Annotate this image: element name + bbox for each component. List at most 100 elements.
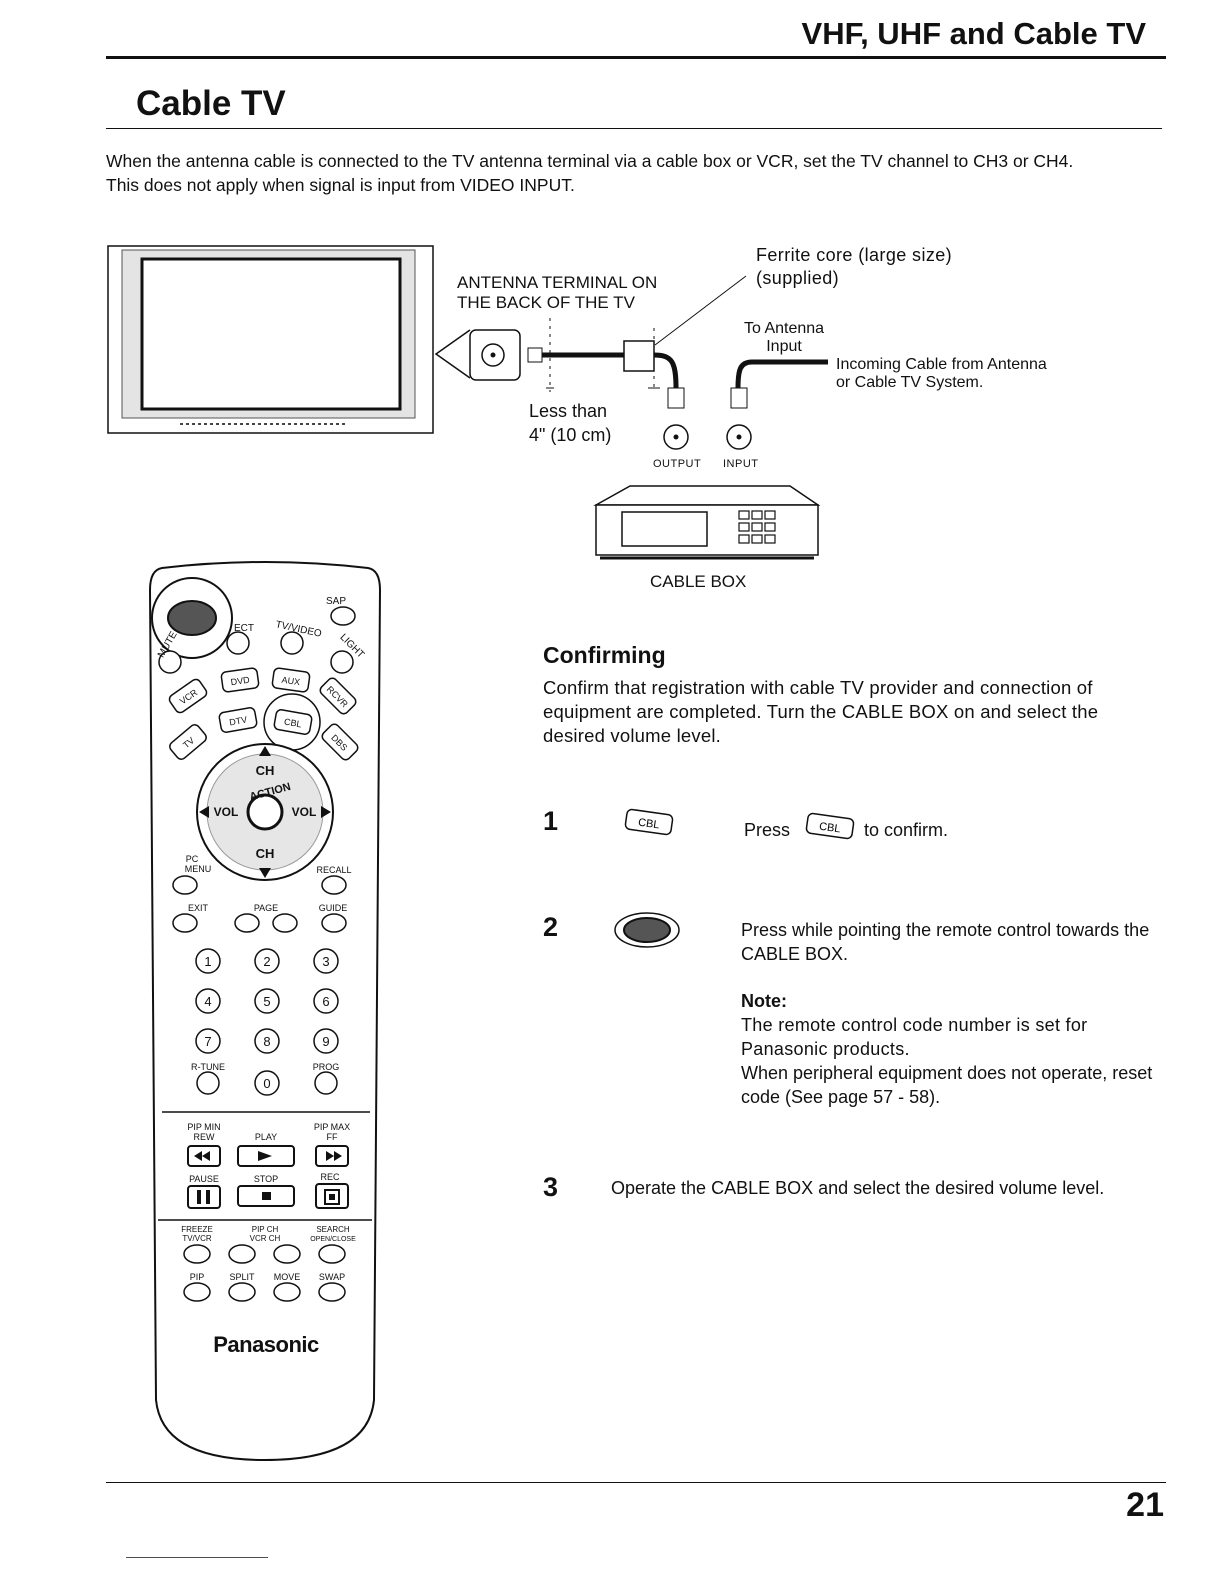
rcvr-button[interactable] (318, 676, 358, 716)
step-1-number: 1 (543, 806, 559, 836)
open-close-label: OPEN/CLOSE (310, 1236, 356, 1243)
dvd-label: DVD (230, 675, 251, 688)
section-header: VHF, UHF and Cable TV (801, 16, 1146, 51)
exit-label: EXIT (188, 903, 209, 913)
cbl-button[interactable] (273, 709, 313, 735)
tv-button[interactable] (168, 723, 208, 761)
digit-5-label: 5 (263, 994, 270, 1009)
select-label: ECT (234, 623, 254, 634)
sap-button[interactable] (330, 606, 356, 626)
pip-label: PIP (190, 1272, 205, 1282)
cbl-key-icon: CBL (624, 808, 674, 836)
digit-1-button[interactable] (195, 948, 221, 974)
cable-box-illustration (593, 485, 821, 560)
digit-2-label: 2 (263, 954, 270, 969)
dtv-button[interactable] (218, 707, 258, 733)
antenna-terminal-label: ANTENNA TERMINAL ON THE BACK OF THE TV (457, 273, 658, 312)
digit-7-label: 7 (204, 1034, 211, 1049)
antenna-terminal (434, 275, 747, 409)
tv-video-button[interactable] (280, 631, 304, 655)
digit-7-button[interactable] (195, 1028, 221, 1054)
pip-ch-down-button[interactable] (228, 1244, 256, 1264)
search-button[interactable] (318, 1244, 346, 1264)
move-label: MOVE (274, 1272, 301, 1282)
pip-max-label: PIP MAX (314, 1122, 350, 1132)
action-button[interactable] (246, 793, 284, 831)
page-title: Cable TV (136, 84, 286, 123)
intro-text: When the antenna cable is connected to t… (106, 149, 1166, 197)
prog-button[interactable] (314, 1071, 338, 1095)
menu-label: MENU (185, 864, 212, 874)
dbs-button[interactable] (320, 722, 360, 762)
vol-right-label: VOL (292, 805, 317, 819)
tv-vcr-label: TV/VCR (182, 1234, 212, 1243)
pause-button[interactable] (187, 1185, 221, 1209)
step-2-number: 2 (543, 912, 559, 942)
pip-ch-up-button[interactable] (273, 1244, 301, 1264)
dtv-label: DTV (228, 714, 247, 727)
recall-button[interactable] (321, 875, 347, 895)
title-rule (106, 128, 1162, 129)
play-label: PLAY (255, 1132, 277, 1142)
digit-9-label: 9 (322, 1034, 329, 1049)
recall-label: RECALL (316, 865, 351, 875)
swap-label: SWAP (319, 1272, 345, 1282)
tv-illustration (107, 245, 434, 434)
pc-menu-button[interactable] (172, 875, 198, 895)
page-up-button[interactable] (272, 913, 298, 933)
freeze-button[interactable] (183, 1244, 211, 1264)
digit-0-button[interactable] (254, 1070, 280, 1096)
vol-up-icon[interactable] (321, 806, 331, 818)
step-3-text: Operate the CABLE BOX and select the des… (611, 1178, 1105, 1198)
page-down-button[interactable] (234, 913, 260, 933)
digit-9-button[interactable] (313, 1028, 339, 1054)
stop-label: STOP (254, 1174, 278, 1184)
power-button[interactable] (167, 600, 217, 636)
light-button[interactable] (330, 650, 354, 674)
ch-up-icon[interactable] (259, 746, 271, 756)
cbl-key-inline-label: CBL (818, 821, 841, 836)
digit-8-button[interactable] (254, 1028, 280, 1054)
note-text-1: The remote control code number is set fo… (741, 1015, 1088, 1059)
mute-button[interactable] (158, 650, 182, 674)
page-number: 21 (1126, 1486, 1164, 1524)
output-label: OUTPUT (653, 458, 702, 470)
incoming-cable (730, 359, 828, 409)
pause-label: PAUSE (189, 1174, 219, 1184)
step-1-confirm: to confirm. (864, 820, 949, 840)
digit-6-label: 6 (322, 994, 329, 1009)
guide-button[interactable] (321, 913, 347, 933)
rec-label: REC (320, 1172, 340, 1182)
dvd-button[interactable] (220, 667, 260, 693)
exit-button[interactable] (172, 913, 198, 933)
pip-ch-label: PIP CH (252, 1225, 279, 1234)
cable-box-label: CABLE BOX (650, 572, 747, 591)
move-button[interactable] (273, 1282, 301, 1302)
digit-2-button[interactable] (254, 948, 280, 974)
ch-down-icon[interactable] (259, 868, 271, 878)
swap-button[interactable] (318, 1282, 346, 1302)
vol-down-icon[interactable] (199, 806, 209, 818)
step-3-number: 3 (543, 1172, 559, 1202)
split-button[interactable] (228, 1282, 256, 1302)
digit-4-label: 4 (204, 994, 211, 1009)
digit-3-label: 3 (322, 954, 329, 969)
ch-top-label: CH (256, 763, 275, 778)
rew-label: REW (194, 1132, 216, 1142)
digit-4-button[interactable] (195, 988, 221, 1014)
ferrite-core-label: Ferrite core (large size) (supplied) (756, 245, 953, 288)
aux-button[interactable] (271, 667, 311, 693)
pip-min-label: PIP MIN (187, 1122, 220, 1132)
digit-6-button[interactable] (313, 988, 339, 1014)
vcr-button[interactable] (168, 677, 209, 714)
rtune-button[interactable] (196, 1071, 220, 1095)
cbl-key-inline-icon: CBL (805, 812, 855, 840)
header-rule (106, 56, 1166, 59)
select-button[interactable] (226, 631, 250, 655)
intro-line-2: This does not apply when signal is input… (106, 175, 575, 195)
output-jack (663, 424, 689, 450)
remote-control: SAP ECT TV/VIDEO LIGHT MUTE DVD AUX VCR … (148, 561, 382, 1462)
pip-button[interactable] (183, 1282, 211, 1302)
digit-5-button[interactable] (254, 988, 280, 1014)
digit-3-button[interactable] (313, 948, 339, 974)
